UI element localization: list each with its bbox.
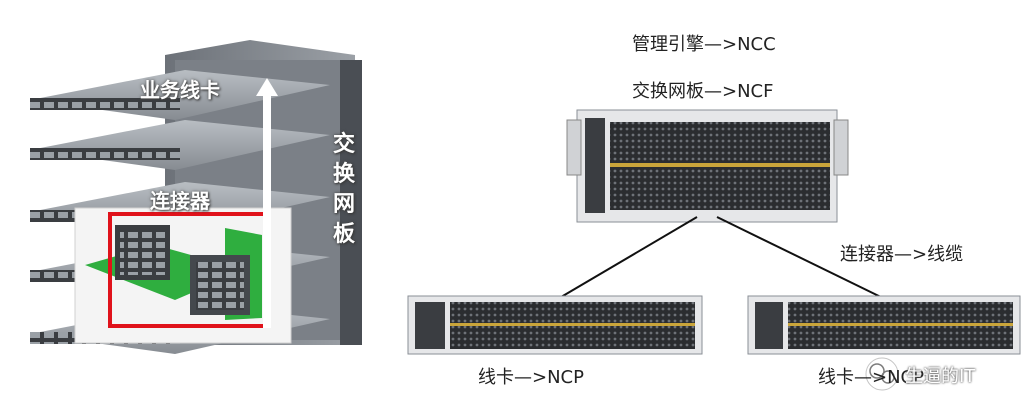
fabric-label-char: 网 — [332, 192, 355, 217]
line-card-label: 业务线卡 — [140, 78, 220, 102]
ncf-label: 交换网板—>NCF — [632, 81, 774, 102]
ncp-device-right — [747, 295, 1021, 355]
cable-connector-label: 连接器—>线缆 — [840, 244, 964, 265]
fabric-label-char: 交 — [332, 132, 355, 157]
fabric-label-char: 换 — [332, 162, 355, 187]
ncc-label: 管理引擎—>NCC — [632, 34, 776, 55]
connector-illustration — [85, 225, 262, 320]
fabric-label-char: 板 — [332, 222, 355, 247]
up-arrow-icon — [256, 78, 278, 328]
cable-left — [555, 216, 698, 301]
connector-label: 连接器 — [150, 189, 210, 213]
ncp-label-left: 线卡—>NCP — [478, 367, 584, 388]
ncp-device-left — [407, 295, 703, 355]
fabric-vertical-label: 交 换 网 板 — [329, 130, 359, 250]
watermark-text: 生逼的IT — [905, 366, 976, 387]
ncp-label-right: 线卡—>NCP — [818, 367, 924, 388]
watermark-logo-icon — [865, 357, 899, 391]
line-card-board — [30, 70, 330, 120]
cable-right — [716, 216, 888, 301]
line-card-board — [30, 120, 330, 170]
ncf-chassis — [566, 109, 849, 223]
